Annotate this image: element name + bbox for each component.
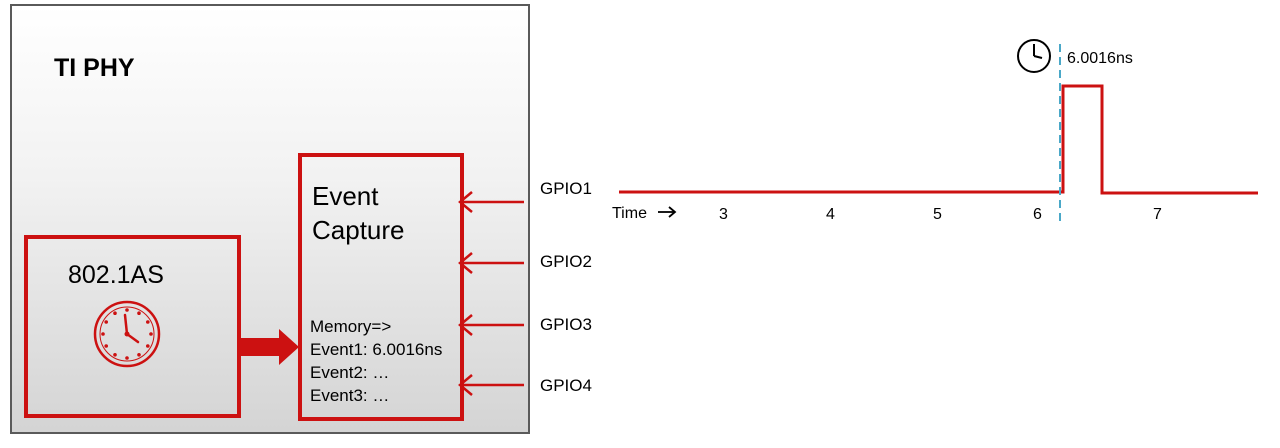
gpio3-label: GPIO3 bbox=[540, 315, 592, 334]
time-tick-6: 6 bbox=[1033, 206, 1042, 223]
event-timestamp-label: 6.0016ns bbox=[1067, 50, 1133, 67]
event-entry-1: Event1: 6.0016ns bbox=[310, 340, 443, 359]
gpio2-arrow bbox=[458, 252, 524, 274]
time-tick-4: 4 bbox=[826, 206, 835, 223]
gpio4-label: GPIO4 bbox=[540, 376, 592, 395]
event-capture-title-line2: Capture bbox=[312, 215, 405, 245]
gpio1-label: GPIO1 bbox=[540, 179, 592, 198]
time-tick-5: 5 bbox=[933, 206, 942, 223]
ti-phy-block: TI PHY 802.1AS Event Capture Memor bbox=[10, 4, 530, 434]
clock-block: 802.1AS bbox=[24, 235, 241, 418]
event-entry-2: Event2: … bbox=[310, 363, 390, 382]
memory-label: Memory=> bbox=[310, 317, 392, 336]
time-axis-label: Time bbox=[612, 205, 647, 222]
phy-title: TI PHY bbox=[54, 54, 135, 82]
gpio4-arrow bbox=[458, 374, 524, 396]
event-capture-title-line1: Event bbox=[312, 181, 379, 211]
clock-block-label: 802.1AS bbox=[68, 261, 164, 289]
gpio3-arrow bbox=[458, 314, 524, 336]
clock-icon bbox=[93, 300, 161, 368]
stopwatch-icon bbox=[1017, 39, 1051, 73]
event-capture-title: Event Capture bbox=[312, 179, 405, 247]
gpio1-arrow bbox=[458, 191, 524, 213]
gpio2-label: GPIO2 bbox=[540, 252, 592, 271]
time-tick-3: 3 bbox=[719, 206, 728, 223]
event-capture-block: Event Capture Memory=> Event1: 6.0016ns … bbox=[298, 153, 464, 421]
time-tick-7: 7 bbox=[1153, 206, 1162, 223]
event-entry-3: Event3: … bbox=[310, 386, 390, 405]
gpio1-signal-waveform bbox=[619, 84, 1258, 195]
time-arrow bbox=[658, 206, 677, 218]
clock-to-capture-arrow bbox=[241, 329, 299, 365]
